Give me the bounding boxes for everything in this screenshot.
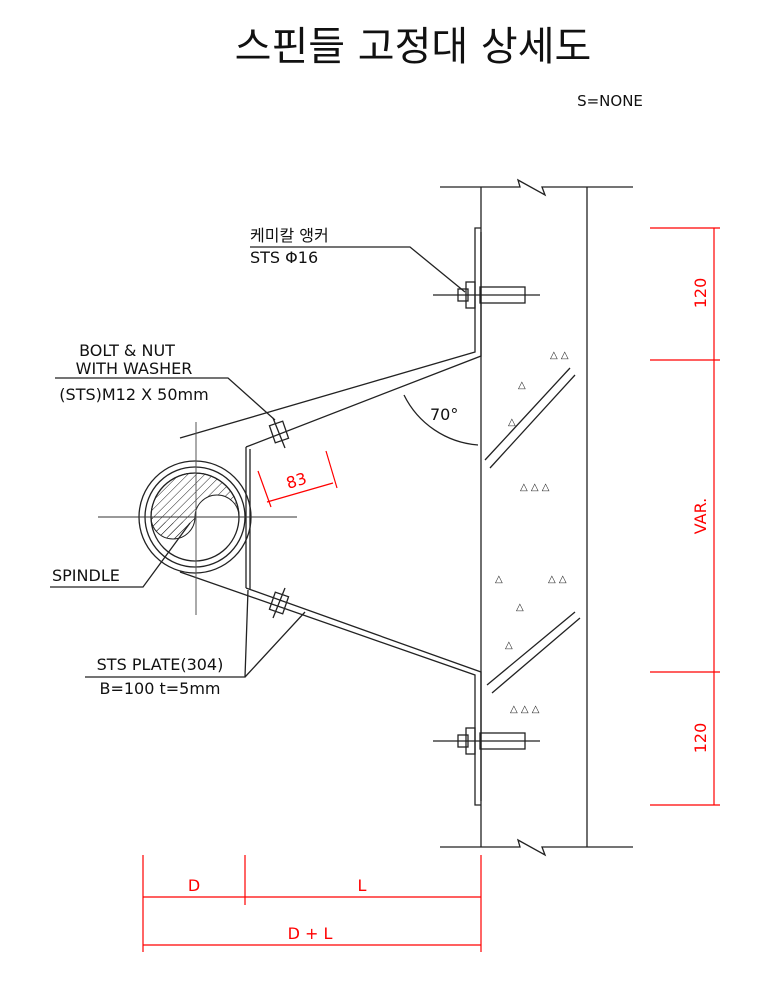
drawing-title: 스핀들 고정대 상세도	[235, 24, 592, 70]
plate-label-1: STS PLATE(304)	[97, 655, 224, 674]
svg-text:△ △ △: △ △ △	[520, 482, 550, 493]
chemical-anchor-top	[433, 281, 540, 309]
dim-gap: 83	[284, 469, 309, 493]
anchor-label-1: 케미칼 앵커	[250, 226, 329, 245]
spindle-label: SPINDLE	[52, 566, 120, 585]
anchor-label-2: STS Φ16	[250, 248, 318, 267]
dim-top: 120	[691, 278, 710, 309]
svg-text:△: △	[508, 417, 516, 428]
chemical-anchor-bottom	[433, 727, 540, 755]
spindle	[98, 422, 297, 615]
svg-text:△ △: △ △	[550, 350, 569, 361]
dim-bottom: 120	[691, 723, 710, 754]
svg-text:△ △ △: △ △ △	[510, 704, 540, 715]
bolt-bottom	[268, 587, 290, 619]
angle-label: 70°	[430, 405, 458, 424]
bolt-top	[268, 417, 290, 449]
dim-middle: VAR.	[691, 498, 710, 535]
svg-text:△: △	[518, 380, 526, 391]
svg-text:△: △	[505, 640, 513, 651]
leaders	[50, 246, 479, 678]
scale-label: S=NONE	[577, 92, 643, 110]
svg-text:△ △: △ △	[548, 574, 567, 585]
bolt-label-3: (STS)M12 X 50mm	[59, 385, 208, 404]
bolt-label-2: WITH WASHER	[76, 359, 193, 378]
dim-d: D	[188, 876, 200, 895]
dim-l: L	[358, 876, 367, 895]
dimension-lines	[142, 227, 720, 952]
svg-text:△: △	[516, 602, 524, 613]
svg-text:△: △	[495, 574, 503, 585]
bolt-label-1: BOLT & NUT	[79, 341, 175, 360]
plate-label-2: B=100 t=5mm	[99, 679, 220, 698]
dim-total: D + L	[288, 924, 333, 943]
